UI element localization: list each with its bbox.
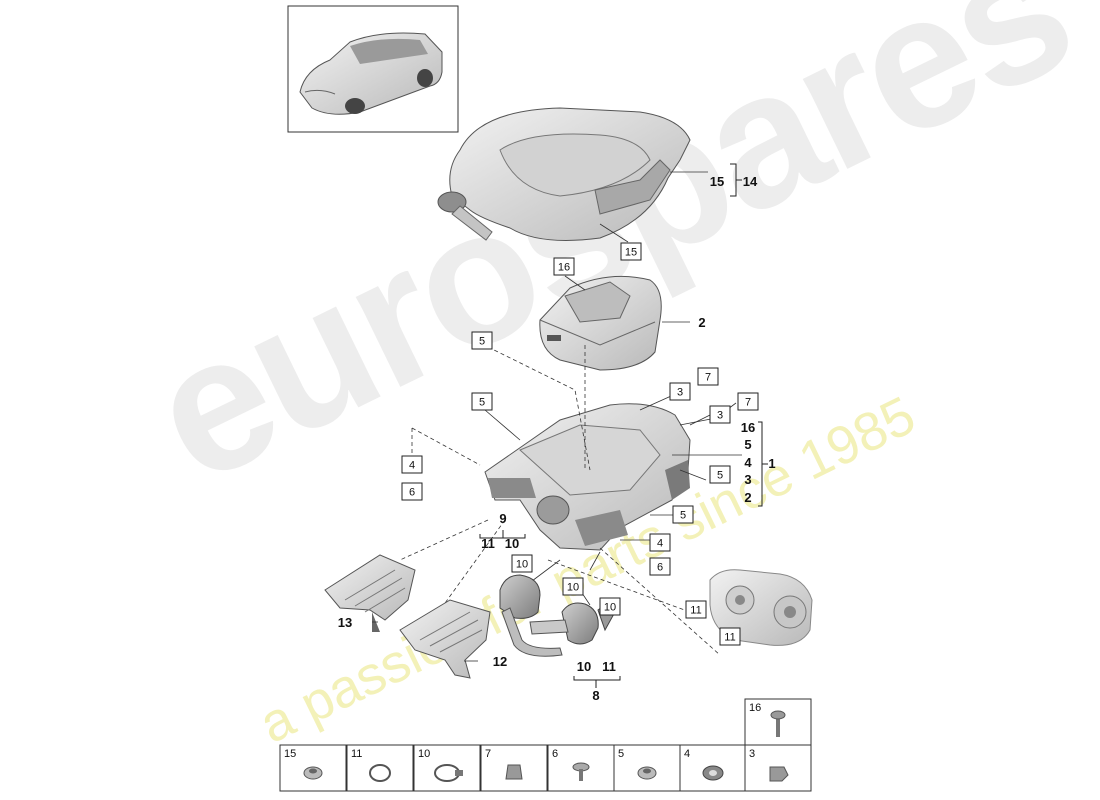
callout-c16: 16 xyxy=(553,257,575,276)
callout-c8: 8 xyxy=(592,688,599,703)
parts-table-cell: 7 xyxy=(480,744,548,792)
svg-text:5: 5 xyxy=(717,470,723,482)
bracket-14 xyxy=(730,163,742,197)
callout-c12: 12 xyxy=(493,654,507,669)
callout-c7b: 7 xyxy=(737,392,759,411)
callout-c3b: 3 xyxy=(709,405,731,424)
callout-c5a: 5 xyxy=(471,331,493,350)
svg-text:15: 15 xyxy=(625,247,637,259)
callout-c10a: 10 xyxy=(511,554,533,573)
svg-text:7: 7 xyxy=(745,397,751,409)
svg-text:5: 5 xyxy=(680,510,686,522)
parts-table: 16 15 11 10 7 6 5 4 3 xyxy=(279,698,812,792)
engine-cover-part xyxy=(437,107,691,241)
svg-text:5: 5 xyxy=(618,748,624,760)
callout-c10d: 10 xyxy=(577,659,591,674)
airbox-lower-part xyxy=(484,403,691,551)
svg-text:16: 16 xyxy=(558,262,570,274)
callout-group1-3: 3 xyxy=(744,472,751,487)
callout-c13: 13 xyxy=(338,615,352,630)
svg-text:4: 4 xyxy=(684,748,690,760)
svg-text:16: 16 xyxy=(749,702,761,714)
callout-c6a: 6 xyxy=(401,482,423,501)
svg-text:10: 10 xyxy=(604,602,616,614)
svg-text:10: 10 xyxy=(516,559,528,571)
callout-c2: 2 xyxy=(698,315,705,330)
callout-c14: 14 xyxy=(743,174,758,189)
leader-lines xyxy=(399,345,721,656)
bracket-9 xyxy=(479,530,526,539)
callout-group1-1: 5 xyxy=(744,437,751,452)
svg-text:11: 11 xyxy=(690,605,701,617)
callout-c11a: 11 xyxy=(481,536,495,551)
callout-c15b: 15 xyxy=(620,242,642,261)
callout-c7a: 7 xyxy=(697,367,719,386)
callout-layer: 15 16 5 3 7 3 7 5 4 6 5 5 4 6 10 10 10 11 11 15 14 2 1 9 11 13 12 1… xyxy=(338,163,776,703)
callout-c3a: 3 xyxy=(669,382,691,401)
bracket-1 xyxy=(758,421,768,507)
callout-c10-under-9: 10 xyxy=(505,536,519,551)
svg-text:15: 15 xyxy=(284,748,296,760)
callout-group1-0: 16 xyxy=(741,420,755,435)
callout-c5c: 5 xyxy=(709,465,731,484)
callout-c6b: 6 xyxy=(649,557,671,576)
callout-c11c: 11 xyxy=(719,627,741,646)
callout-c5b: 5 xyxy=(471,392,493,411)
heat-shield-13 xyxy=(324,554,416,632)
svg-text:3: 3 xyxy=(749,748,755,760)
svg-text:6: 6 xyxy=(552,748,558,760)
parts-table-cell: 11 xyxy=(346,744,414,792)
callout-c5d: 5 xyxy=(672,505,694,524)
svg-text:3: 3 xyxy=(677,387,683,399)
svg-text:6: 6 xyxy=(657,562,663,574)
parts-table-cell: 6 xyxy=(547,744,615,792)
intake-pipe-left xyxy=(499,574,563,657)
callout-c10c: 10 xyxy=(599,597,621,616)
svg-text:7: 7 xyxy=(705,372,711,384)
svg-text:11: 11 xyxy=(724,632,735,644)
callout-c4a: 4 xyxy=(401,455,423,474)
svg-text:11: 11 xyxy=(351,748,362,760)
svg-text:7: 7 xyxy=(485,748,491,760)
callout-group1-2: 4 xyxy=(744,455,752,470)
svg-text:10: 10 xyxy=(418,748,430,760)
callout-c10b: 10 xyxy=(562,577,584,596)
callout-c11b: 11 xyxy=(685,600,707,619)
svg-text:5: 5 xyxy=(479,336,485,348)
parts-table-cell: 15 xyxy=(279,744,347,792)
parts-table-cell: 16 xyxy=(744,698,812,746)
svg-text:10: 10 xyxy=(567,582,579,594)
callout-c4b: 4 xyxy=(649,533,671,552)
turbocharger-part xyxy=(709,569,813,646)
filter-housing-part xyxy=(539,275,662,371)
bracket-8 xyxy=(573,676,621,688)
callout-c1: 1 xyxy=(768,456,775,471)
parts-table-cell: 4 xyxy=(679,744,747,792)
parts-table-cell: 3 xyxy=(744,744,812,792)
vehicle-thumbnail xyxy=(287,5,459,133)
callout-group1-4: 2 xyxy=(744,490,751,505)
parts-table-cell: 5 xyxy=(613,744,681,792)
heat-shield-12 xyxy=(399,599,491,679)
callout-c9: 9 xyxy=(499,511,506,526)
svg-text:5: 5 xyxy=(479,397,485,409)
callout-c11d: 11 xyxy=(602,659,616,674)
parts-table-cell: 10 xyxy=(413,744,481,792)
svg-text:4: 4 xyxy=(409,460,415,472)
svg-text:6: 6 xyxy=(409,487,415,499)
svg-text:4: 4 xyxy=(657,538,663,550)
svg-text:3: 3 xyxy=(717,410,723,422)
callout-c15a: 15 xyxy=(710,174,724,189)
